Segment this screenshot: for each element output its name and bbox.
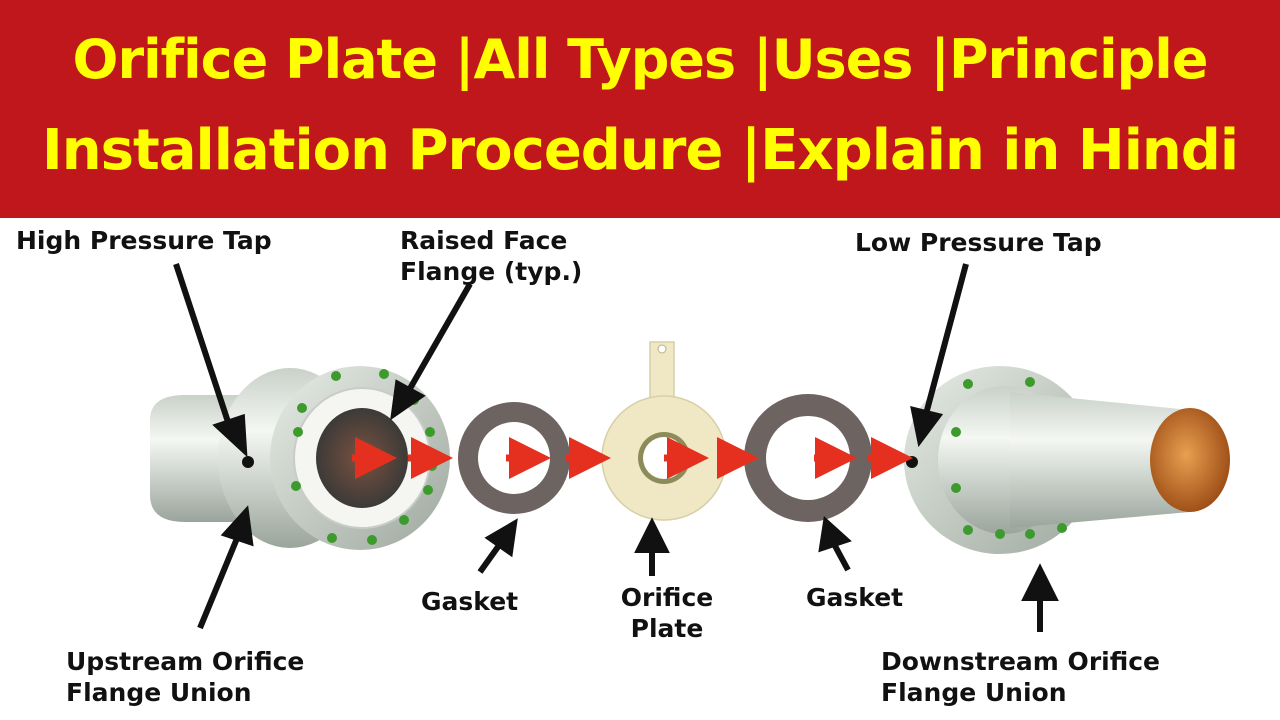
downstream-bolts xyxy=(951,377,1067,539)
label-gasket-left: Gasket xyxy=(421,586,518,617)
banner-title-line-1: Orifice Plate |All Types |Uses |Principl… xyxy=(72,28,1209,91)
label-gasket-right-text: Gasket xyxy=(806,583,904,612)
label-raised-face-line-2: Flange (typ.) xyxy=(400,257,583,286)
label-orifice-line-1: Orifice xyxy=(620,583,714,612)
label-downstream-line-1: Downstream Orifice xyxy=(881,647,1161,676)
high-pressure-tap-hole xyxy=(242,456,254,468)
label-downstream-flange-union: Downstream Orifice Flange Union xyxy=(881,646,1160,708)
label-low-pressure-tap: Low Pressure Tap xyxy=(855,227,1102,258)
label-gasket-right: Gasket xyxy=(806,582,903,613)
label-raised-face-line-1: Raised Face xyxy=(400,226,568,255)
callout-arrows xyxy=(173,263,1059,632)
banner-title-line-2: Installation Procedure |Explain in Hindi xyxy=(41,118,1239,183)
upstream-bolts xyxy=(291,369,437,545)
downstream-flange-union xyxy=(904,366,1230,554)
label-orifice-line-2: Plate xyxy=(630,614,704,643)
label-upstream-line-1: Upstream Orifice xyxy=(66,647,305,676)
label-low-pressure-tap-text: Low Pressure Tap xyxy=(855,228,1102,257)
orifice-plate xyxy=(601,341,727,521)
orifice-plate-assembly-diagram: High Pressure Tap Raised Face Flange (ty… xyxy=(0,218,1280,720)
label-high-pressure-tap-text: High Pressure Tap xyxy=(16,226,272,255)
label-upstream-flange-union: Upstream Orifice Flange Union xyxy=(66,646,304,708)
right-gasket xyxy=(744,394,872,522)
label-raised-face-flange: Raised Face Flange (typ.) xyxy=(400,225,582,287)
title-banner: Orifice Plate |All Types |Uses |Principl… xyxy=(0,0,1280,218)
low-pressure-tap-hole xyxy=(906,456,918,468)
label-gasket-left-text: Gasket xyxy=(421,587,519,616)
label-orifice-plate: Orifice Plate xyxy=(598,582,736,644)
label-upstream-line-2: Flange Union xyxy=(66,678,252,707)
label-high-pressure-tap: High Pressure Tap xyxy=(16,225,272,256)
label-downstream-line-2: Flange Union xyxy=(881,678,1067,707)
diagram-illustration xyxy=(150,263,1230,632)
